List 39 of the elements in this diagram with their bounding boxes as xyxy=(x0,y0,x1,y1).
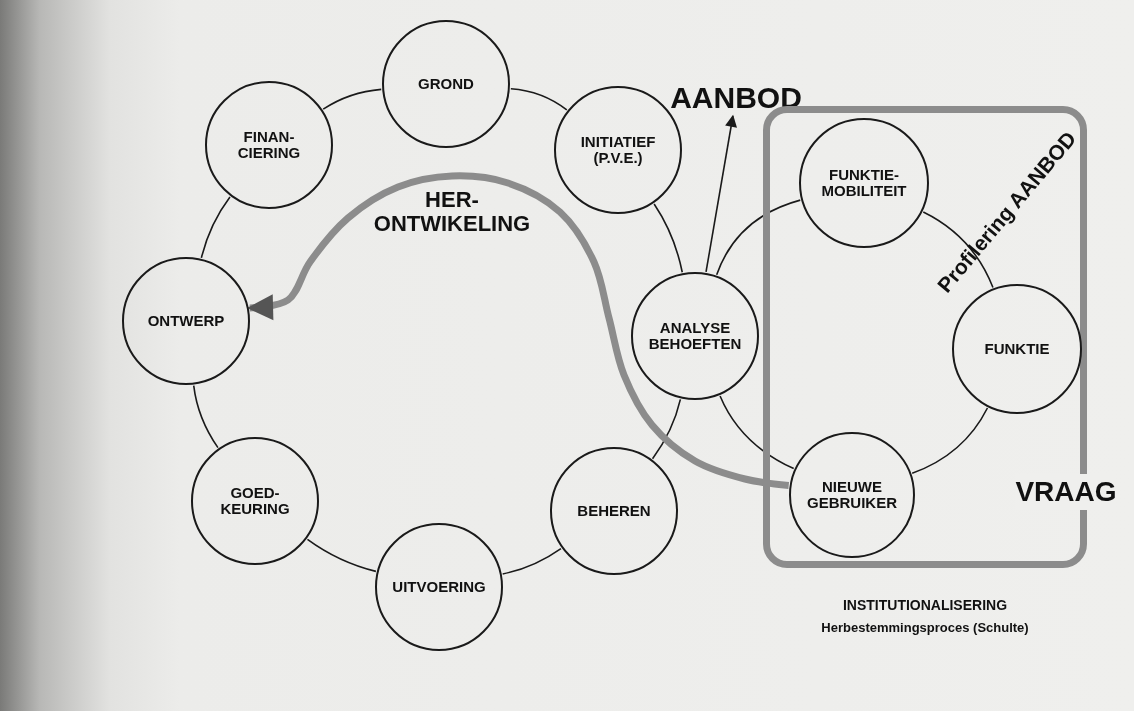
connector-line xyxy=(653,203,684,274)
connector-line xyxy=(306,538,377,573)
connector-line xyxy=(192,384,219,449)
caption: Herbestemmingsproces (Schulte) xyxy=(820,620,1030,635)
circle-label: BEHEREN xyxy=(577,502,651,520)
circle-label: ONTWERP xyxy=(147,312,225,330)
connector-line xyxy=(322,88,383,110)
process-circle xyxy=(799,118,929,248)
connector-line xyxy=(719,395,795,470)
frame-title: VRAAG xyxy=(1015,474,1117,510)
process-circle xyxy=(631,272,759,400)
connector-line xyxy=(510,87,568,111)
circle-label: UITVOERING xyxy=(392,578,486,596)
connector-line xyxy=(501,547,562,575)
cycle-label: HER- ONTWIKELING xyxy=(372,187,532,237)
connector-line xyxy=(651,398,682,460)
process-circle xyxy=(191,437,319,565)
connector-line xyxy=(922,211,994,289)
arrow xyxy=(705,114,737,273)
process-circle xyxy=(205,81,333,209)
circle-label: GROND xyxy=(418,75,474,93)
process-circle xyxy=(382,20,510,148)
heading-label: AANBOD xyxy=(670,81,802,115)
connector-line xyxy=(200,196,231,259)
process-circle xyxy=(789,432,915,558)
circle-label: GOED- KEURING xyxy=(219,484,291,518)
process-circle xyxy=(122,257,250,385)
category-label: INSTITUTIONALISERING xyxy=(841,597,1009,613)
process-circle xyxy=(375,523,503,651)
connector-line xyxy=(911,407,989,475)
circle-label: FUNKTIE xyxy=(984,340,1050,358)
connector-line xyxy=(715,199,802,276)
circle-label: FUNKTIE- MOBILITEIT xyxy=(820,166,908,200)
process-circle xyxy=(550,447,678,575)
circle-label: FINAN- CIERING xyxy=(236,128,302,162)
circle-label: ANALYSE BEHOEFTEN xyxy=(647,319,743,353)
curved-arrow xyxy=(247,172,790,489)
circle-label: NIEUWE GEBRUIKER xyxy=(806,478,898,512)
circle-label: INITIATIEF (P.V.E.) xyxy=(579,133,657,167)
